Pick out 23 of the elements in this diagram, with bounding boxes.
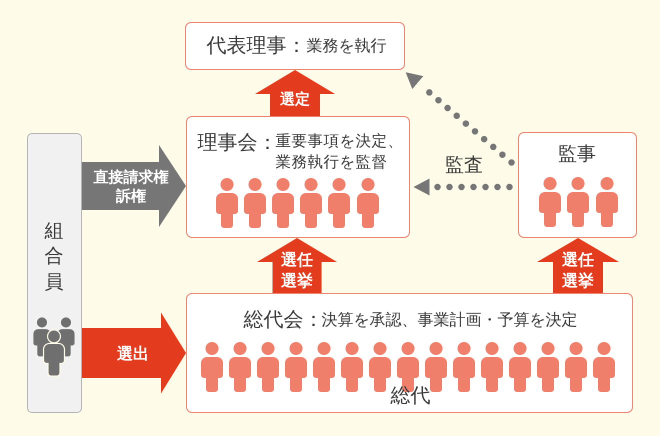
role-box <box>186 116 410 238</box>
edge-label: 選出 <box>117 342 149 364</box>
role-box <box>185 22 405 70</box>
role-box <box>186 293 633 413</box>
block-arrow <box>257 238 337 293</box>
edge-label: 選定 <box>280 89 310 109</box>
box-description: 業務を執行 <box>306 35 386 56</box>
box-description: 重要事項を決定、業務執行を監督 <box>276 131 404 173</box>
box-title: 総代会： <box>244 306 324 332</box>
block-arrow <box>82 145 186 227</box>
block-arrow <box>82 312 186 394</box>
edge-label: 直接請求権訴権 <box>92 168 170 206</box>
block-arrow <box>255 70 335 116</box>
box-title: 監事 <box>558 142 596 167</box>
edge-label: 選任選挙 <box>561 249 595 291</box>
member-panel <box>27 133 82 413</box>
role-box <box>518 132 637 238</box>
edge-label: 選任選挙 <box>280 249 314 291</box>
box-description: 決算を承認、事業計画・予算を決定 <box>322 309 578 330</box>
box-title: 代表理事： <box>206 32 306 58</box>
panel-title: 組合員 <box>44 218 64 295</box>
group-label: 総代 <box>390 382 430 408</box>
block-arrow <box>537 238 619 293</box>
